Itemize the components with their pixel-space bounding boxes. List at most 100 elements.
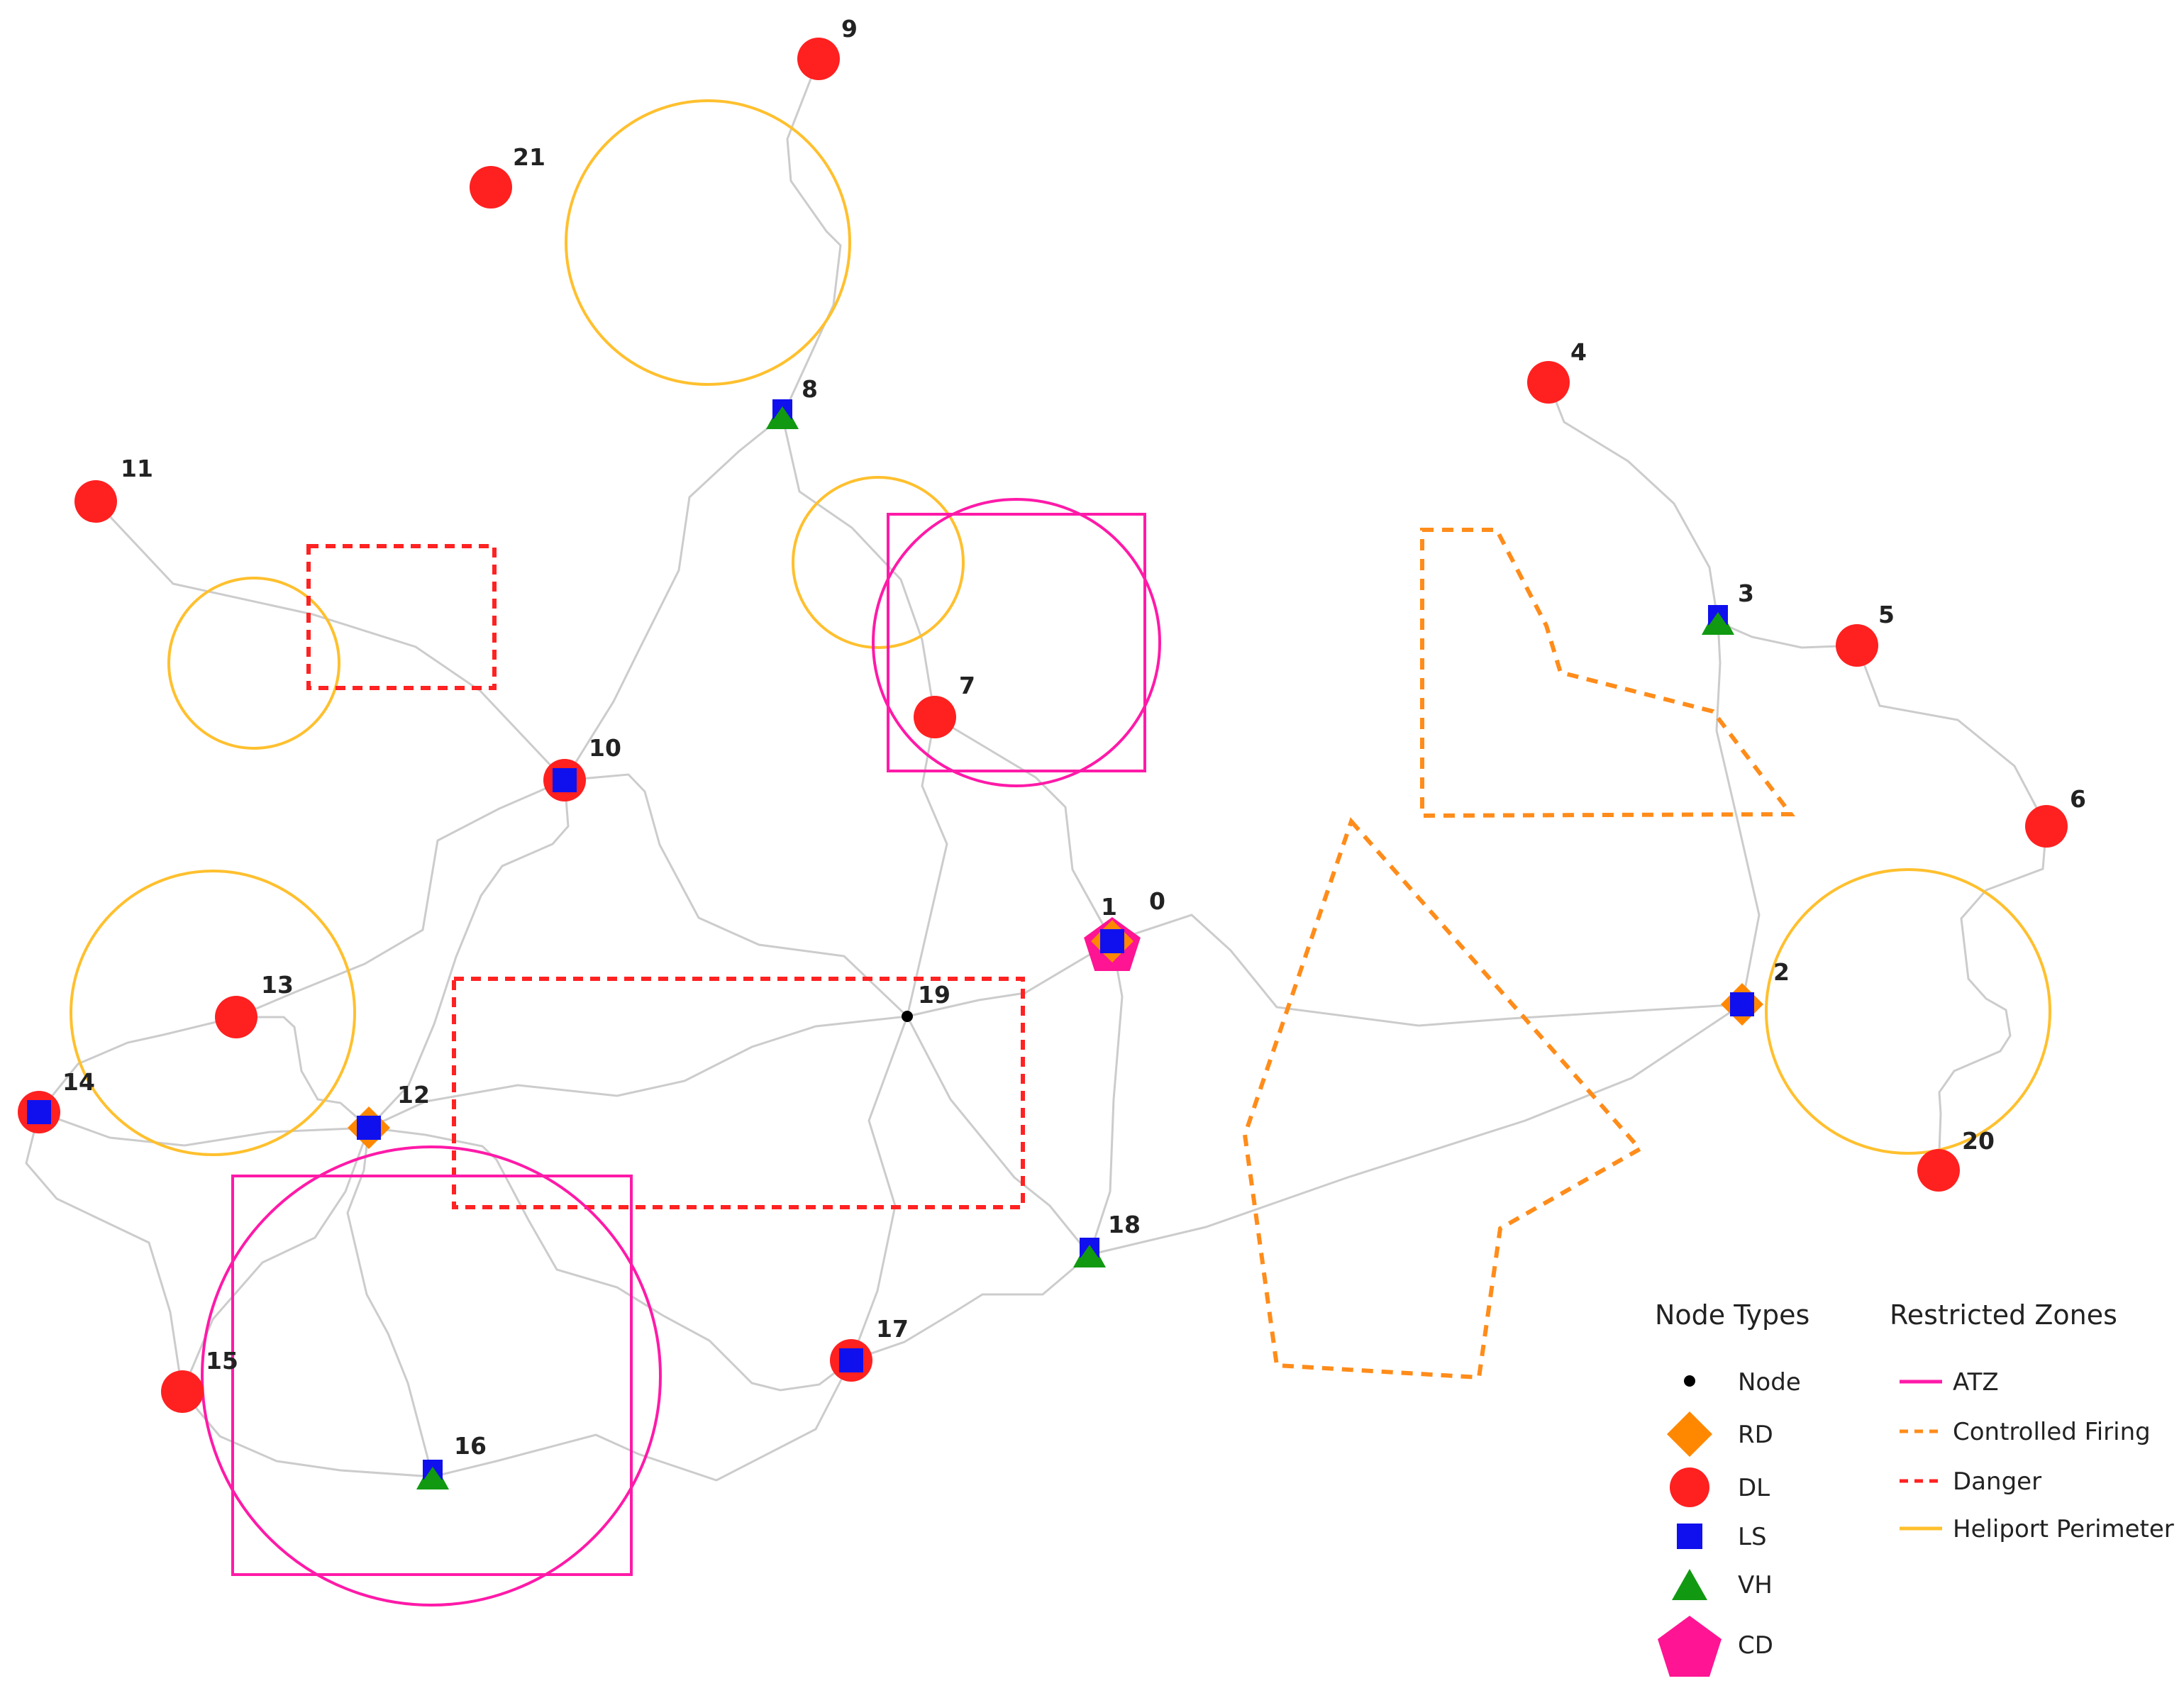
graph-node-8: 8 <box>766 375 818 429</box>
edge-8-7 <box>781 416 936 718</box>
controlled-firing-zone <box>1420 528 1796 819</box>
edge-19-0 <box>907 940 1113 1018</box>
legend-cd-icon <box>1658 1616 1722 1677</box>
graph-node-9: 9 <box>797 15 858 80</box>
vh-marker <box>767 406 798 429</box>
node-id-label: 16 <box>454 1432 487 1460</box>
edge-9-8 <box>781 58 842 417</box>
vh-marker <box>1702 612 1734 635</box>
graph-node-4: 4 <box>1527 338 1587 404</box>
legend-node-icon <box>1684 1375 1695 1387</box>
ls-marker <box>357 1116 381 1140</box>
node-id-label: 19 <box>918 981 950 1009</box>
ls-marker <box>1730 992 1754 1016</box>
node-id-label: 7 <box>959 672 975 699</box>
edges-layer <box>25 58 2048 1482</box>
dl-marker <box>161 1370 204 1413</box>
heliport-perimeter-zone <box>167 577 340 750</box>
dl-marker <box>914 696 956 738</box>
edge-3-5 <box>1717 621 1858 649</box>
node-id-label: 12 <box>397 1081 430 1109</box>
edge-17-18 <box>850 1253 1090 1362</box>
node-id-label: 0 <box>1149 887 1165 915</box>
heliport-perimeter-zone <box>565 99 851 386</box>
ls-marker <box>1100 929 1124 953</box>
heliport-perimeter-zone <box>70 870 356 1156</box>
edge-7-0 <box>934 716 1114 942</box>
legend-dl-icon <box>1670 1467 1709 1507</box>
edge-10-12 <box>367 779 570 1129</box>
legend: Node Types Restricted Zones Node RD DL L… <box>1655 1299 2174 1677</box>
graph-node-17: 17 <box>830 1315 909 1382</box>
legend-node-type-label: DL <box>1738 1474 1770 1502</box>
atz-zone <box>872 498 1161 787</box>
edge-0-18 <box>1088 940 1124 1255</box>
legend-rd-icon <box>1667 1411 1712 1457</box>
legend-node-type-label: RD <box>1738 1421 1773 1449</box>
graph-node-12: 12 <box>348 1081 430 1149</box>
legend-node-type-label: LS <box>1738 1523 1767 1551</box>
node-id-label: 14 <box>62 1068 95 1096</box>
legend-zone-label: Controlled Firing <box>1953 1418 2151 1446</box>
graph-node-10: 10 <box>543 734 621 801</box>
edge-18-2 <box>1089 1003 1743 1256</box>
edge-14-15 <box>25 1111 184 1392</box>
node-id-label: 13 <box>261 971 294 999</box>
legend-vh-icon <box>1672 1569 1707 1600</box>
edge-2-3 <box>1715 621 1761 1005</box>
node-id-label: 5 <box>1878 601 1895 628</box>
node-id-label: 1 <box>1101 893 1117 921</box>
dl-marker <box>1917 1149 1960 1192</box>
dl-marker <box>215 996 257 1038</box>
dl-marker <box>2025 805 2068 848</box>
graph-node-15: 15 <box>161 1347 238 1413</box>
legend-node-type-label: VH <box>1738 1571 1773 1599</box>
edge-0-2 <box>1112 914 1743 1027</box>
atz-zone <box>201 1145 662 1607</box>
graph-node-2: 2 <box>1721 958 1790 1026</box>
atz-zone <box>231 1175 633 1576</box>
node-id-label: 15 <box>206 1347 238 1375</box>
node-id-label: 6 <box>2070 785 2086 813</box>
graph-node-0: 0 <box>1084 887 1165 971</box>
node-id-label: 20 <box>1962 1127 1995 1155</box>
edge-13-14 <box>38 1016 237 1113</box>
graph-node-14: 14 <box>18 1068 95 1133</box>
dl-marker <box>470 166 512 209</box>
node-id-label: 9 <box>841 15 858 43</box>
graph-node-1: 1 <box>1101 893 1117 921</box>
node-id-label: 8 <box>802 375 818 403</box>
graph-node-18: 18 <box>1073 1211 1141 1267</box>
edge-10-13 <box>235 779 565 1019</box>
legend-zone-label: ATZ <box>1953 1368 1999 1397</box>
node-id-label: 10 <box>589 734 621 762</box>
legend-restricted-zones-title: Restricted Zones <box>1890 1299 2117 1331</box>
edge-5-6 <box>1856 645 2048 827</box>
graph-node-11: 11 <box>74 455 153 523</box>
node-id-label: 17 <box>876 1315 909 1343</box>
edge-13-12 <box>236 1016 370 1129</box>
heliport-perimeter-zone <box>792 476 965 649</box>
graph-node-7: 7 <box>914 672 975 738</box>
edge-4-3 <box>1547 382 1719 623</box>
edge-11-10 <box>94 500 566 782</box>
edge-8-10 <box>563 415 783 781</box>
edge-17-19 <box>850 1016 909 1361</box>
restricted-zones-layer <box>70 99 2051 1607</box>
graph-node-21: 21 <box>470 143 545 209</box>
ls-marker <box>553 768 577 792</box>
node-id-label: 21 <box>513 143 545 171</box>
vh-marker <box>1074 1245 1105 1267</box>
dl-marker <box>74 480 117 523</box>
node-id-label: 2 <box>1773 958 1790 986</box>
edge-19-18 <box>906 1016 1091 1255</box>
graph-node-3: 3 <box>1702 579 1754 635</box>
vh-marker <box>417 1467 448 1489</box>
edge-6-20 <box>1937 826 2048 1171</box>
legend-node-type-label: CD <box>1738 1631 1773 1660</box>
ls-marker <box>839 1348 863 1372</box>
legend-node-types-title: Node Types <box>1655 1299 1809 1331</box>
dl-marker <box>1527 361 1570 404</box>
